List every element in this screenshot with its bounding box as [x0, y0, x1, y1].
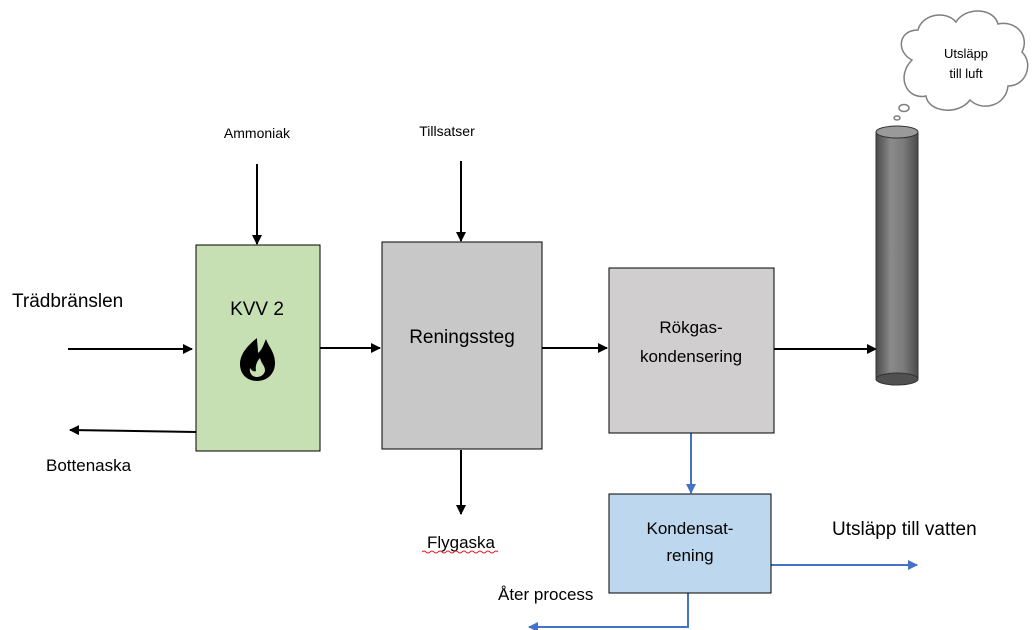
condensation-label-line1: Rökgas- [659, 318, 722, 337]
air-emission-label-line1: Utsläpp [944, 46, 988, 61]
flame-icon [240, 338, 275, 381]
bottom-ash-arrow [69, 425, 197, 436]
cleaning-label: Reningssteg [409, 327, 515, 348]
air-emission-label-line2: till luft [949, 66, 983, 81]
spellcheck-underline [421, 550, 499, 554]
ammonia-input-label: Ammoniak [224, 125, 291, 141]
condensate-label-line1: Kondensat- [647, 519, 734, 538]
fly-ash-label: Flygaska [427, 533, 496, 552]
cleaning-block [381, 241, 543, 450]
back-to-process-label: Åter process [498, 585, 593, 604]
cloud-icon [893, 10, 1029, 121]
condensate-block [608, 493, 772, 594]
bottom-ash-label: Bottenaska [46, 456, 132, 475]
water-emission-label: Utsläpp till vatten [832, 519, 977, 540]
boiler-block [195, 244, 321, 452]
chimney-icon [875, 125, 919, 386]
condensation-block [608, 267, 775, 434]
condensation-label-line2: kondensering [640, 347, 742, 366]
condensate-label-line2: rening [666, 546, 713, 565]
back-to-process-arrow [528, 593, 689, 630]
additives-input-label: Tillsatser [419, 123, 475, 139]
boiler-label: KVV 2 [230, 299, 284, 320]
fuel-input-label: Trädbränslen [12, 291, 123, 312]
